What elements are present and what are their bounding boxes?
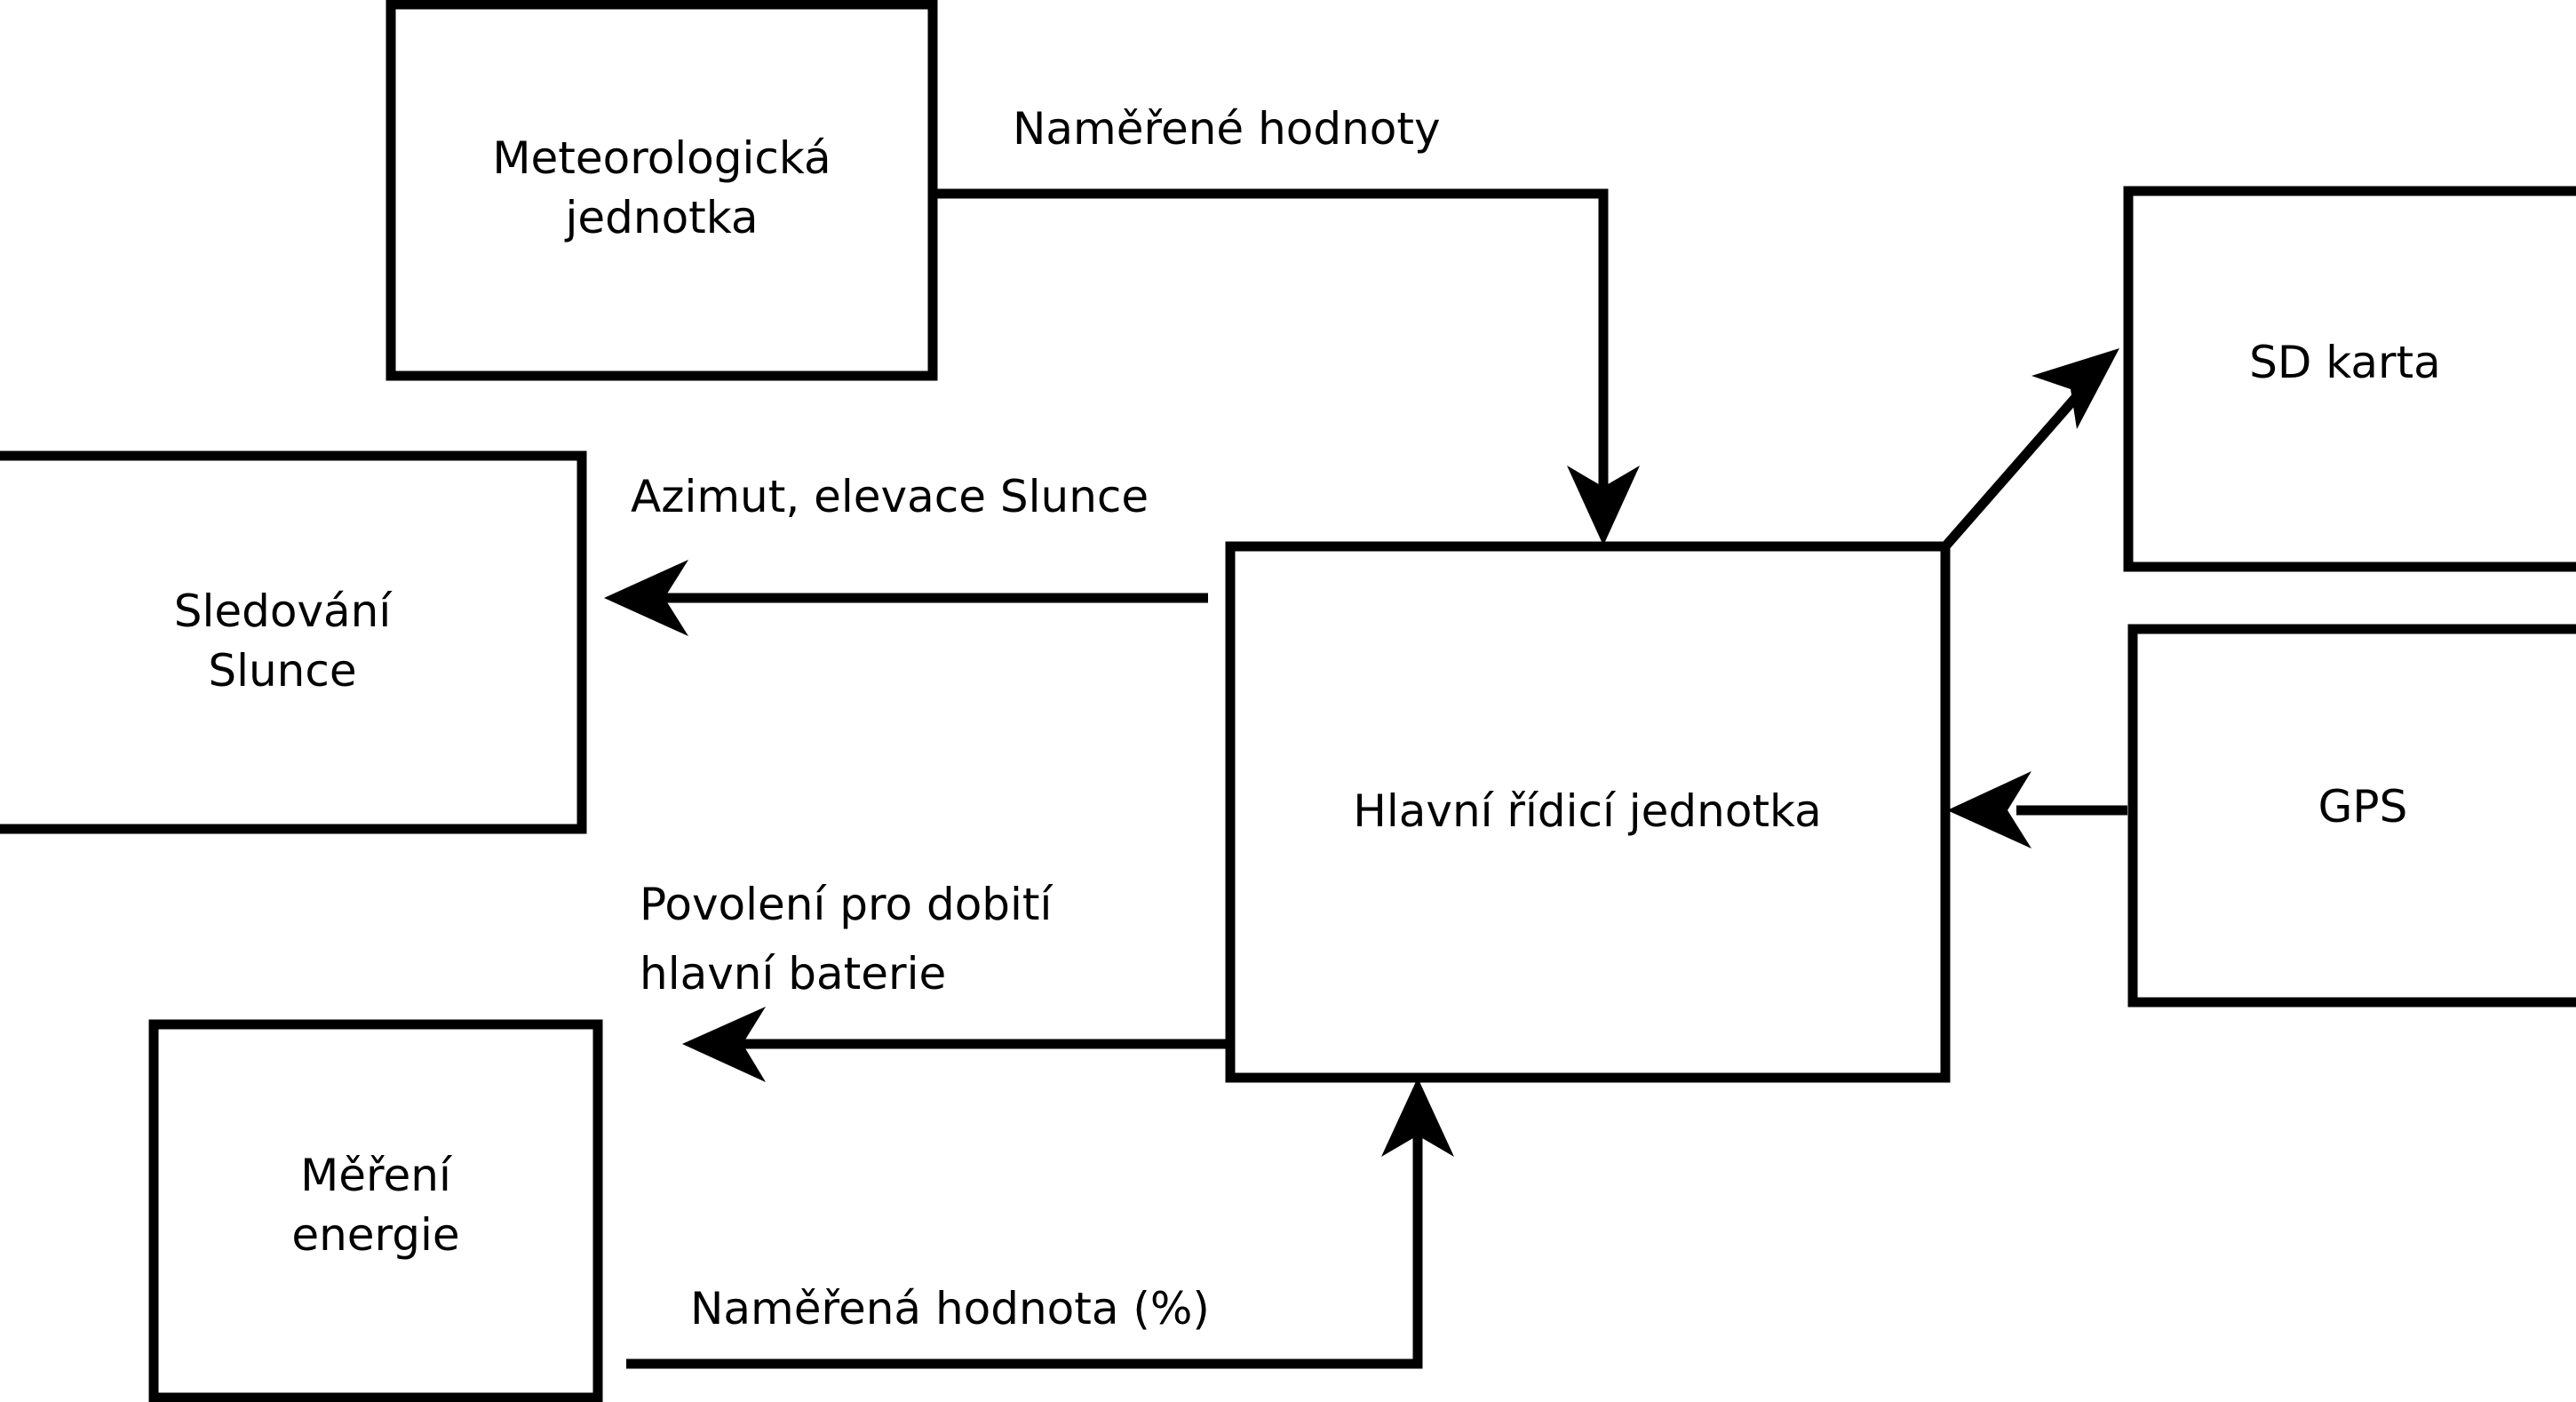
node-gps-label-line1: GPS (2318, 781, 2408, 832)
edge-main-to-sdcard-line (1941, 378, 2094, 550)
edge-main-to-energy (682, 1007, 1226, 1082)
arrowhead-left-icon (604, 560, 688, 636)
node-meteorologicka-jednotka[interactable]: Meteorologická jednotka (386, 0, 938, 381)
node-tracking-box[interactable] (0, 450, 587, 834)
node-mereni-energie[interactable]: Měření energie (148, 1019, 603, 1402)
node-sdcard-label-line1: SD karta (2249, 337, 2441, 388)
arrowhead-diagonal-icon (2031, 348, 2119, 429)
node-sd-karta[interactable]: SD karta (2123, 186, 2576, 572)
node-sdcard-box[interactable] (2123, 186, 2576, 572)
node-meteo-label-line1: Meteorologická (492, 132, 831, 184)
arrowhead-up-icon (1381, 1078, 1454, 1157)
node-energy-label-line2: energie (291, 1209, 459, 1261)
node-meteo-box[interactable] (386, 0, 938, 381)
edge-main-to-sdcard (1941, 348, 2119, 550)
edge-label-namerene-hodnoty: Naměřené hodnoty (1013, 103, 1441, 155)
edge-energy-to-main (626, 1078, 1454, 1369)
node-hlavni-ridici-jednotka[interactable]: Hlavní řídicí jednotka (1225, 541, 1951, 1083)
node-tracking-label-line1: Sledování (174, 585, 394, 637)
node-meteo-label-line2: jednotka (565, 192, 759, 243)
edge-label-povoleni-line2: hlavní baterie (640, 948, 946, 1000)
arrowhead-down-icon (1567, 466, 1640, 546)
node-gps[interactable]: GPS (2127, 624, 2576, 1008)
edge-label-azimut-elevace: Azimut, elevace Slunce (631, 471, 1149, 522)
node-sledovani-slunce[interactable]: Sledování Slunce (0, 450, 587, 834)
edge-meteo-to-main-line (937, 188, 1609, 514)
edge-label-povoleni-line1: Povolení pro dobití (640, 879, 1054, 930)
arrowhead-left-icon (682, 1007, 766, 1082)
node-main-box[interactable] (1225, 541, 1951, 1083)
edge-meteo-to-main (937, 188, 1640, 546)
edge-gps-to-main (1947, 771, 2127, 848)
node-energy-label-line1: Měření (300, 1150, 453, 1201)
node-energy-box[interactable] (148, 1019, 603, 1402)
node-gps-box[interactable] (2127, 624, 2576, 1008)
node-main-label-line1: Hlavní řídicí jednotka (1353, 785, 1822, 837)
edge-main-to-tracking (604, 560, 1208, 636)
edge-energy-to-main-line (626, 1116, 1423, 1369)
arrowhead-left-icon (1947, 771, 2031, 848)
node-tracking-label-line2: Slunce (208, 645, 356, 697)
edge-label-namerena-hodnota: Naměřená hodnota (%) (690, 1283, 1210, 1334)
